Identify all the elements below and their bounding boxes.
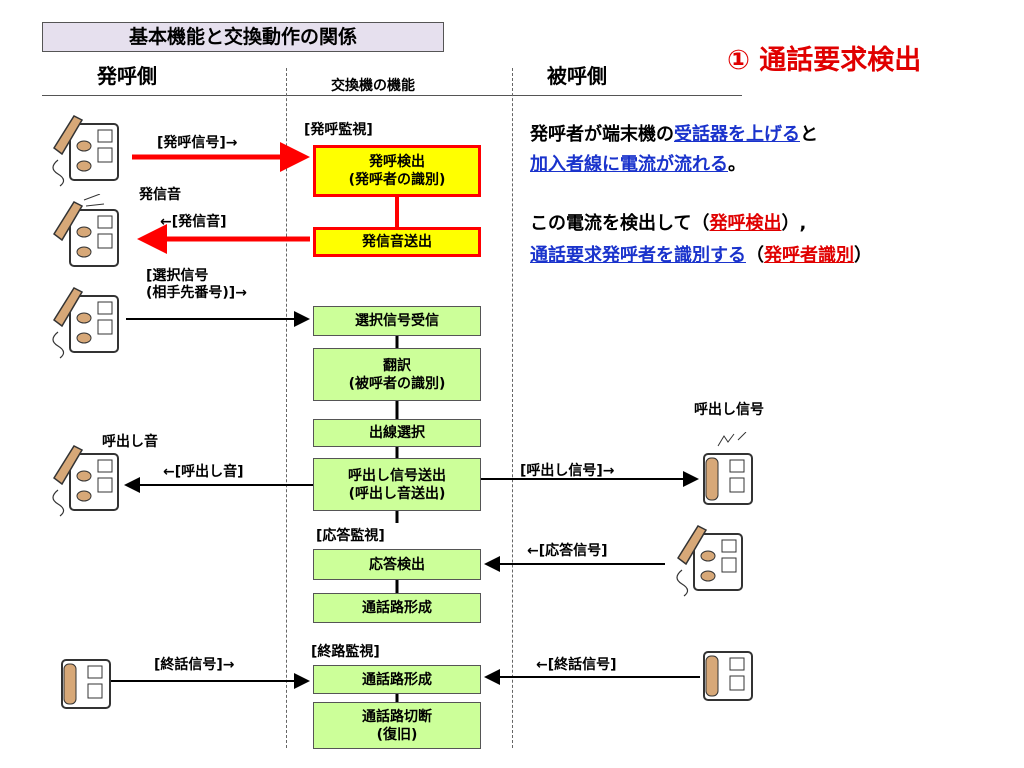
explanation-4b: （: [746, 245, 764, 266]
explanation-4d: ）: [854, 245, 872, 266]
caller-phone-dialtone-icon: [52, 194, 119, 267]
step-translation-label: 翻訳 (被呼者の識別): [348, 357, 446, 392]
separator-right: [512, 68, 513, 748]
step-dial-tone-send-label: 発信音送出: [362, 234, 432, 250]
monitor-end-label: [終路監視]: [311, 644, 380, 660]
ring-signal-arrow-label: [呼出し信号]→: [520, 463, 615, 479]
caller-column-header: 発呼側: [97, 64, 157, 88]
step-answer-detection-label: 応答検出: [369, 556, 425, 573]
explanation-3b: 発呼検出: [709, 213, 782, 234]
step-path-formation-label: 通話路形成: [362, 600, 432, 616]
monitor-call-label: [発呼監視]: [304, 122, 373, 138]
caller-phone-onhook-icon: [61, 659, 111, 709]
caller-phone-dial-icon: [52, 287, 119, 359]
step-dial-tone-send: 発信音送出: [313, 227, 481, 257]
ringback-arrow-label: ←[呼出し音]: [163, 464, 244, 480]
step-outgoing-line-select: 出線選択: [313, 419, 481, 447]
step-select-signal-receive-label: 選択信号受信: [355, 313, 439, 329]
callee-column-header: 被呼側: [547, 64, 607, 88]
step-call-detection: 発呼検出 (発呼者の識別): [313, 145, 481, 197]
exchange-column-header: 交換機の機能: [331, 78, 415, 94]
step-ring-signal-send-label: 呼出し信号送出 (呼出し音送出): [348, 467, 446, 502]
monitor-answer-label: [応答監視]: [316, 528, 385, 544]
explanation-1c: と: [800, 124, 818, 145]
explanation-3a: この電流を検出して（: [530, 213, 710, 234]
explanation-2a: 加入者線に電流が流れる: [530, 154, 728, 175]
end-signal-left-label: [終話信号]→: [154, 657, 235, 673]
section-heading: ① 通話要求検出: [727, 45, 922, 76]
step-answer-detection: 応答検出: [313, 549, 481, 580]
callee-phone-onhook-icon: [703, 651, 753, 701]
explanation-2b: 。: [728, 154, 746, 175]
diagram-title: 基本機能と交換動作の関係: [42, 22, 444, 52]
step-path-formation-2: 通話路形成: [313, 665, 481, 694]
step-translation: 翻訳 (被呼者の識別): [313, 348, 481, 401]
caller-phone-ringback-icon: [52, 445, 119, 517]
caller-phone-offhook-icon: [52, 115, 119, 187]
step-select-signal-receive: 選択信号受信: [313, 306, 481, 336]
step-path-formation: 通話路形成: [313, 593, 481, 623]
answer-signal-label: ←[応答信号]: [527, 543, 608, 559]
step-path-release-label: 通話路切断 (復旧): [362, 708, 432, 743]
step-ring-signal-send: 呼出し信号送出 (呼出し音送出): [313, 458, 481, 511]
explanation-line-3: この電流を検出して（発呼検出）,: [530, 209, 806, 235]
step-path-formation-2-label: 通話路形成: [362, 671, 432, 688]
step-outgoing-line-select-label: 出線選択: [369, 425, 425, 441]
call-signal-label: [発呼信号]→: [157, 135, 238, 151]
explanation-1a: 発呼者が端末機の: [530, 124, 674, 145]
dial-tone-label: 発信音: [139, 187, 181, 203]
select-signal-label: [選択信号 (相手先番号)]→: [146, 268, 247, 301]
callee-phone-ringing-icon: [703, 432, 753, 505]
end-signal-right-label: ←[終話信号]: [536, 657, 617, 673]
explanation-4a: 通話要求発呼者を識別する: [530, 245, 746, 266]
header-divider: [42, 95, 742, 96]
explanation-4c: 発呼者識別: [764, 245, 854, 266]
explanation-1b: 受話器を上げる: [674, 124, 800, 145]
explanation-line-4: 通話要求発呼者を識別する（発呼者識別）: [530, 241, 872, 267]
separator-left: [286, 68, 287, 748]
explanation-line-1: 発呼者が端末機の受話器を上げると: [530, 120, 818, 146]
ringback-label: 呼出し音: [102, 434, 158, 450]
step-call-detection-label: 発呼検出 (発呼者の識別): [348, 154, 446, 188]
ring-signal-label: 呼出し信号: [694, 402, 764, 418]
step-path-release: 通話路切断 (復旧): [313, 702, 481, 749]
callee-phone-answer-icon: [676, 525, 743, 597]
explanation-3c: ）,: [781, 213, 807, 234]
explanation-line-2: 加入者線に電流が流れる。: [530, 150, 746, 176]
dial-tone-arrow-label: ←[発信音]: [160, 214, 227, 230]
